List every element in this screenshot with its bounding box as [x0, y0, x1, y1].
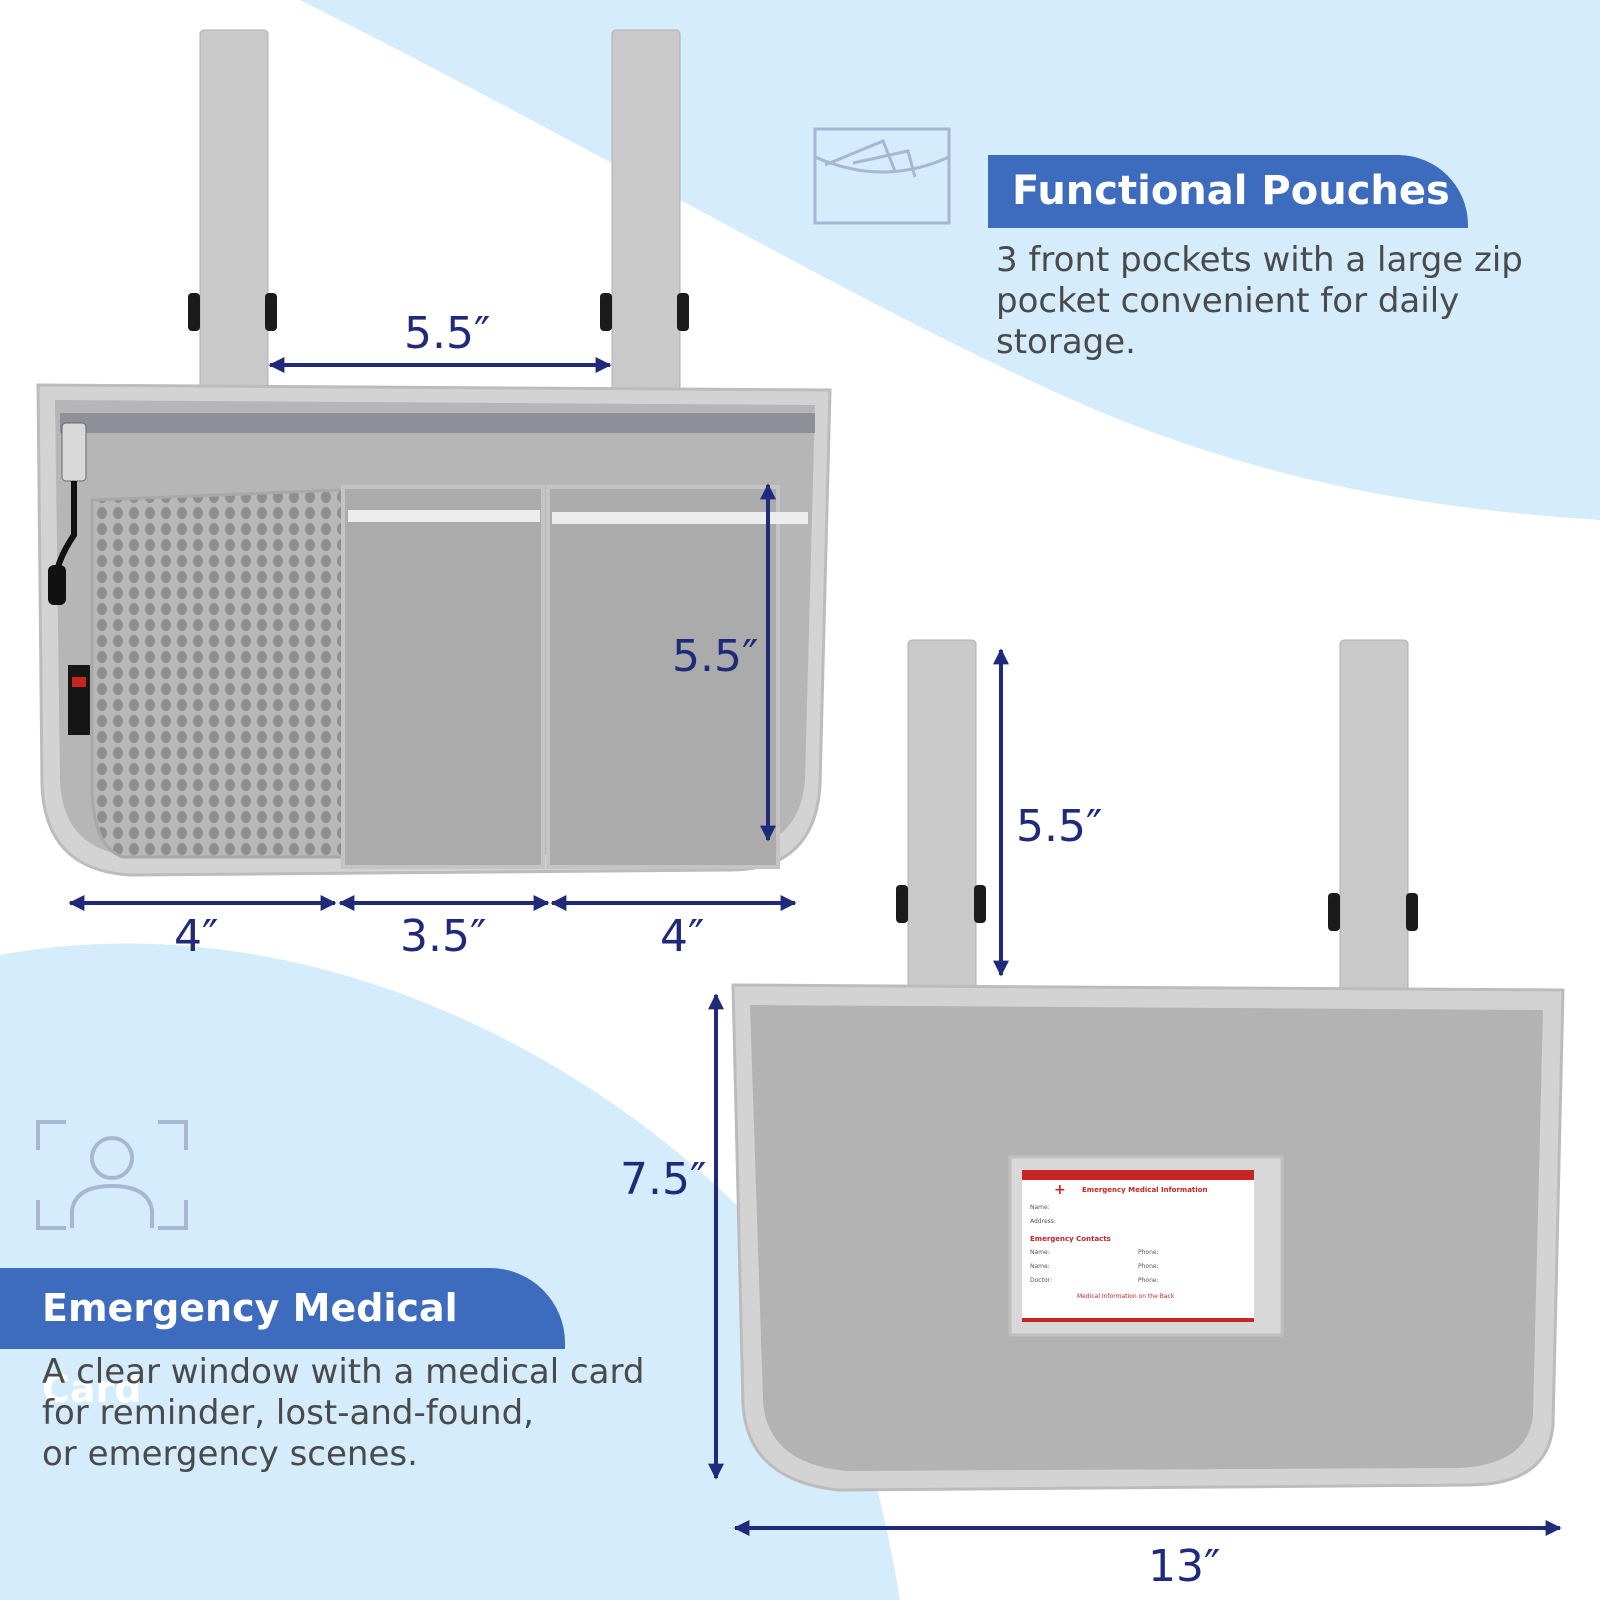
- card-footer: Medical Information on the Back: [1077, 1293, 1175, 1300]
- left-pocket-width-label: 4″: [174, 911, 219, 962]
- pouches-title: Functional Pouches: [988, 155, 1468, 228]
- strap-buckle: [265, 293, 277, 331]
- pouch-icon: [813, 127, 951, 225]
- red-cross-icon: +: [1054, 1182, 1066, 1198]
- medical-description-line3: or emergency scenes.: [42, 1434, 418, 1474]
- medical-card-title: Emergency Medical Card: [0, 1268, 565, 1411]
- card-title: Emergency Medical Information: [1082, 1186, 1208, 1194]
- mesh-pocket: [90, 488, 350, 859]
- zipper-tab: [48, 565, 66, 605]
- pocket-height-label: 5.5″: [672, 631, 759, 682]
- brand-label-mark: [72, 677, 86, 687]
- card-contact-name: Name:: [1030, 1249, 1050, 1256]
- card-phone-label: Phone:: [1138, 1263, 1159, 1270]
- right-pocket-width-label: 4″: [660, 911, 705, 962]
- strap-spacing-label: 5.5″: [404, 308, 491, 359]
- strap-buckle: [896, 885, 908, 923]
- right-pocket: [546, 485, 780, 869]
- person-frame-icon: [36, 1120, 188, 1230]
- back-bag-photo: [731, 639, 1565, 1492]
- medical-description-line2: for reminder, lost-and-found,: [42, 1393, 534, 1433]
- pouches-description-line2: pocket convenient for daily storage.: [996, 281, 1460, 362]
- back-right-strap: [1339, 639, 1409, 1001]
- pouches-description-line1: 3 front pockets with a large zip: [996, 240, 1523, 280]
- card-name-label: Name:: [1030, 1204, 1050, 1211]
- card-contact-name: Name:: [1030, 1263, 1050, 1270]
- back-left-strap: [907, 639, 977, 1001]
- medical-description-line1: A clear window with a medical card: [42, 1352, 645, 1392]
- card-doctor-label: Doctor:: [1030, 1277, 1052, 1284]
- zipper-track: [60, 413, 815, 433]
- middle-pocket-width-label: 3.5″: [400, 911, 487, 962]
- strap-buckle: [188, 293, 200, 331]
- front-bag-photo: [36, 29, 832, 877]
- strap-buckle: [677, 293, 689, 331]
- medical-card: Emergency Medical Information + Name: Ad…: [1022, 1170, 1254, 1322]
- middle-pocket: [341, 485, 545, 869]
- card-phone-label: Phone:: [1138, 1277, 1159, 1284]
- bag-height-label: 7.5″: [620, 1154, 707, 1205]
- bag-width-label: 13″: [1148, 1541, 1221, 1592]
- strap-buckle: [1328, 893, 1340, 931]
- card-contacts-heading: Emergency Contacts: [1030, 1235, 1111, 1243]
- reflective-strip: [552, 512, 808, 524]
- strap-length-label: 5.5″: [1016, 801, 1103, 852]
- strap-buckle: [600, 293, 612, 331]
- reflective-strip: [348, 510, 540, 522]
- card-address-label: Address:: [1030, 1218, 1056, 1225]
- card-phone-label: Phone:: [1138, 1249, 1159, 1256]
- strap-buckle: [974, 885, 986, 923]
- strap-buckle: [1406, 893, 1418, 931]
